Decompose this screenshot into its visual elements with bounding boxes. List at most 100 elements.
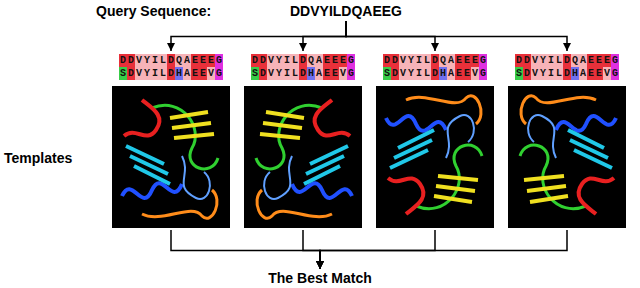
- residue-cell: V: [267, 54, 275, 67]
- residue-cell: Q: [175, 54, 183, 67]
- residue-cell: A: [579, 54, 587, 67]
- residue-cell: A: [315, 67, 323, 80]
- residue-cell: D: [259, 67, 267, 80]
- residue-cell: D: [167, 67, 175, 80]
- residue-cell: G: [215, 67, 223, 80]
- residue-cell: I: [283, 54, 291, 67]
- flow-arrow: [320, 230, 567, 269]
- residue-cell: V: [135, 67, 143, 80]
- template-structure-image: [112, 86, 230, 228]
- template-structure-image: [508, 86, 626, 228]
- residue-cell: G: [611, 67, 619, 80]
- sequence-text: DDVYILDQAEEG: [290, 3, 402, 19]
- residue-cell: S: [383, 67, 391, 80]
- residue-cell: S: [251, 67, 259, 80]
- residue-cell: E: [191, 54, 199, 67]
- residue-cell: Y: [143, 67, 151, 80]
- residue-cell: A: [315, 54, 323, 67]
- residue-cell: E: [339, 54, 347, 67]
- residue-cell: G: [479, 67, 487, 80]
- residue-cell: E: [323, 54, 331, 67]
- residue-cell: E: [323, 67, 331, 80]
- residue-cell: D: [251, 54, 259, 67]
- residue-cell: S: [515, 67, 523, 80]
- flow-arrow: [171, 21, 346, 51]
- residue-cell: D: [127, 67, 135, 80]
- residue-cell: V: [531, 67, 539, 80]
- residue-cell: E: [587, 54, 595, 67]
- residue-cell: H: [175, 67, 183, 80]
- templates-label: Templates: [4, 150, 72, 166]
- flow-arrow: [303, 21, 346, 51]
- alignment-row: SDVYILDHAEEVG: [112, 67, 230, 80]
- residue-cell: E: [595, 54, 603, 67]
- residue-cell: Q: [439, 54, 447, 67]
- residue-cell: L: [291, 54, 299, 67]
- alignment-template-column: DDVYILDQAEEEGSDVYILDHAEEVG: [112, 52, 230, 228]
- residue-cell: E: [463, 67, 471, 80]
- residue-cell: S: [119, 67, 127, 80]
- alignment-row: SDVYILDHAEEVG: [244, 67, 362, 80]
- residue-cell: D: [563, 54, 571, 67]
- residue-cell: L: [291, 67, 299, 80]
- protein-ribbon: [520, 96, 616, 214]
- alignment-row: SDVYILDHAEEVG: [376, 67, 494, 80]
- residue-cell: D: [127, 54, 135, 67]
- residue-cell: A: [447, 54, 455, 67]
- residue-cell: V: [471, 67, 479, 80]
- residue-cell: E: [587, 67, 595, 80]
- residue-cell: E: [331, 54, 339, 67]
- residue-cell: V: [399, 67, 407, 80]
- residue-cell: Y: [539, 67, 547, 80]
- residue-cell: D: [563, 67, 571, 80]
- query-heading: Query Sequence:: [96, 3, 211, 19]
- residue-cell: L: [423, 67, 431, 80]
- residue-cell: G: [611, 54, 619, 67]
- protein-ribbon-group: [386, 96, 482, 214]
- alignment-row: DDVYILDQAEEEG: [112, 54, 230, 67]
- residue-cell: E: [331, 67, 339, 80]
- residue-cell: G: [479, 54, 487, 67]
- template-structure-image: [376, 86, 494, 228]
- protein-ribbon: [256, 100, 352, 218]
- residue-cell: A: [447, 67, 455, 80]
- protein-ribbon-group: [520, 96, 616, 214]
- alignment-row: SDVYILDHAEEVG: [508, 67, 626, 80]
- flow-arrow: [346, 21, 567, 51]
- residue-cell: E: [199, 67, 207, 80]
- residue-cell: Y: [275, 67, 283, 80]
- residue-cell: E: [595, 67, 603, 80]
- residue-cell: I: [283, 67, 291, 80]
- residue-cell: D: [431, 54, 439, 67]
- residue-cell: I: [547, 67, 555, 80]
- residue-cell: I: [415, 54, 423, 67]
- residue-cell: D: [515, 54, 523, 67]
- residue-cell: D: [523, 54, 531, 67]
- residue-cell: E: [463, 54, 471, 67]
- sequence-text: The Best Match: [268, 270, 371, 286]
- residue-cell: V: [267, 67, 275, 80]
- residue-cell: D: [523, 67, 531, 80]
- residue-cell: E: [471, 54, 479, 67]
- residue-cell: D: [391, 67, 399, 80]
- residue-cell: E: [199, 54, 207, 67]
- residue-cell: I: [547, 54, 555, 67]
- residue-cell: V: [207, 67, 215, 80]
- flow-arrow: [303, 230, 320, 269]
- protein-ribbon: [122, 100, 218, 218]
- residue-cell: Q: [307, 54, 315, 67]
- residue-cell: G: [215, 54, 223, 67]
- alignment-row: DDVYILDQAEEEG: [508, 54, 626, 67]
- sequence-text-node: DDVYILDQAEEG: [290, 3, 402, 19]
- template-structure-image: [244, 86, 362, 228]
- residue-cell: D: [383, 54, 391, 67]
- residue-cell: Y: [143, 54, 151, 67]
- residue-cell: H: [307, 67, 315, 80]
- residue-cell: D: [299, 67, 307, 80]
- residue-cell: E: [455, 67, 463, 80]
- protein-ribbon-group: [256, 100, 352, 218]
- residue-cell: L: [555, 54, 563, 67]
- residue-cell: A: [183, 54, 191, 67]
